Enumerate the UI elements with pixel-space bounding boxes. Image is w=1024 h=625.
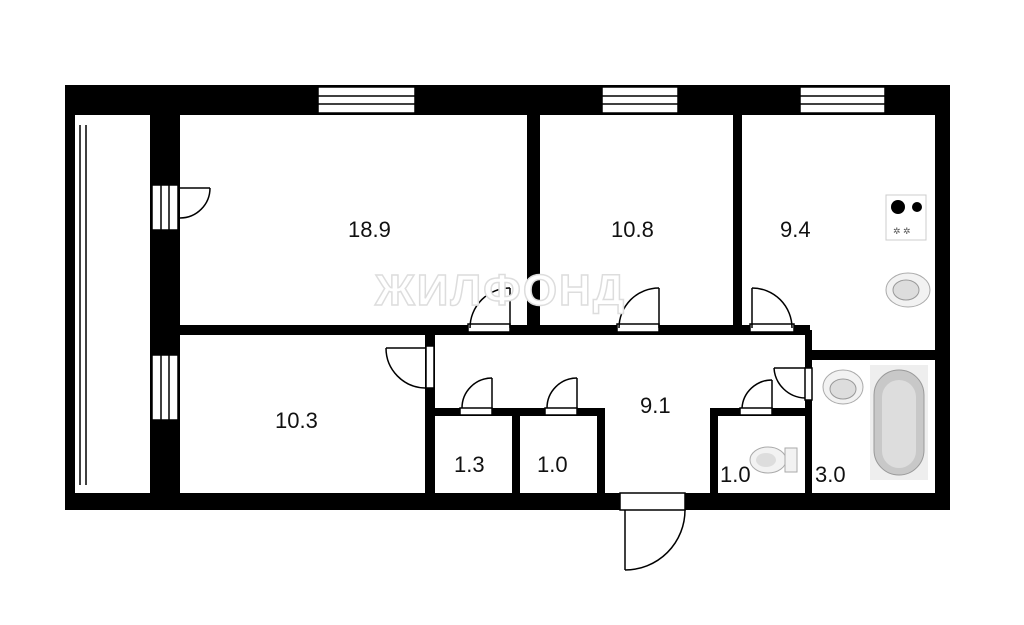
door-room-large-balcony — [179, 187, 211, 219]
door-entrance — [619, 492, 686, 571]
svg-text:✲ ✲: ✲ ✲ — [893, 226, 911, 236]
door-room-middle — [616, 287, 660, 333]
windows — [151, 86, 886, 421]
room-area-label: 18.9 — [348, 217, 391, 242]
toilet-icon — [749, 446, 798, 474]
kitchen-sink-icon — [885, 272, 931, 308]
door-closet-2 — [544, 377, 578, 416]
balcony — [75, 115, 150, 493]
bathroom-sink-icon — [822, 369, 864, 405]
room-area-label: 9.4 — [780, 217, 811, 242]
room-labels: 18.9 10.8 9.4 10.3 9.1 1.3 1.0 1.0 3.0 — [275, 217, 846, 487]
door-room-large — [467, 287, 511, 333]
room-area-label: 1.0 — [720, 462, 751, 487]
window-top-3 — [799, 86, 886, 114]
doors — [179, 187, 813, 571]
door-closet-1 — [459, 377, 493, 416]
room-area-label: 1.3 — [454, 452, 485, 477]
window-left-2 — [151, 354, 179, 421]
window-top-2 — [601, 86, 679, 114]
window-left-1 — [151, 184, 179, 231]
door-room-small — [385, 345, 435, 389]
window-top-1 — [317, 86, 416, 114]
room-area-label: 9.1 — [640, 393, 671, 418]
door-kitchen — [749, 287, 795, 333]
room-area-label: 10.3 — [275, 408, 318, 433]
door-toilet — [739, 379, 773, 416]
watermark: ЖИЛФОНД — [374, 266, 626, 315]
bathtub-icon — [870, 365, 928, 480]
room-area-label: 3.0 — [815, 462, 846, 487]
door-bathroom — [773, 367, 813, 401]
stove-icon: ✲ ✲ — [885, 194, 927, 241]
room-area-label: 1.0 — [537, 452, 568, 477]
room-area-label: 10.8 — [611, 217, 654, 242]
